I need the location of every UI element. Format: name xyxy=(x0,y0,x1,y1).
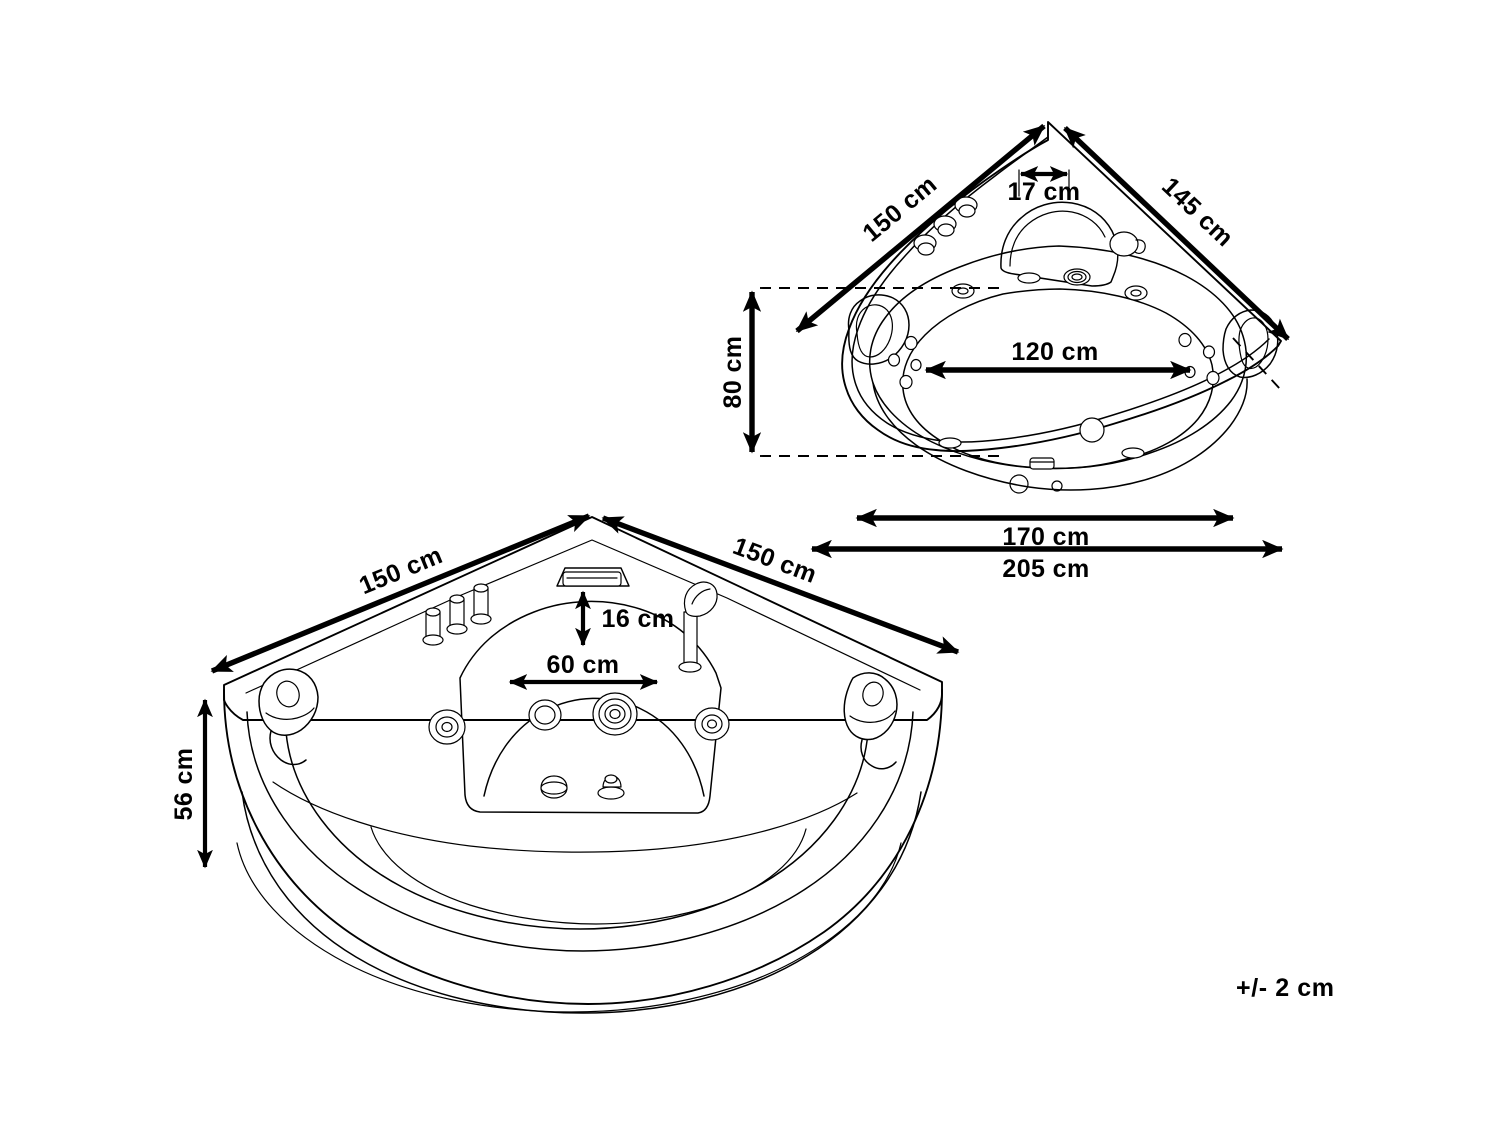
headrest-right-hole xyxy=(862,681,884,707)
jet-cluster-left xyxy=(887,335,922,390)
dim-label-60: 60 cm xyxy=(547,651,620,679)
faucet-knob-3-top xyxy=(917,242,935,256)
tolerance-note: +/- 2 cm xyxy=(1236,974,1335,1002)
dim-line-top-right xyxy=(1063,126,1290,341)
dim-backrest-16: 16 cm xyxy=(575,590,675,647)
shower-head xyxy=(1109,231,1139,257)
dim-line-persp-left xyxy=(210,513,591,674)
tub-skirt-seam xyxy=(236,842,902,1013)
deck-drain-fitting xyxy=(1063,268,1091,286)
drain-cap xyxy=(540,775,568,799)
headrest-left-perspective xyxy=(258,668,319,766)
tub-bowl-outer xyxy=(223,689,943,1005)
backrest-lower-arc xyxy=(483,697,705,797)
front-fitting-2 xyxy=(1051,480,1063,492)
faucet-knob-1-top xyxy=(958,204,976,218)
control-panel xyxy=(556,567,630,587)
dim-label-56: 56 cm xyxy=(170,748,198,821)
basin-floor-contour xyxy=(370,826,807,925)
headrest-left-fold xyxy=(265,707,315,720)
jet-1 xyxy=(428,709,466,745)
basin-drain-large xyxy=(1079,417,1105,443)
headrest-right-strap xyxy=(860,739,897,770)
dim-height-56: 56 cm xyxy=(170,698,213,869)
jet-3 xyxy=(592,692,638,736)
headrest-right-fold xyxy=(849,710,896,723)
basin-fitting-right xyxy=(1121,447,1145,459)
jet-row-perspective xyxy=(428,692,730,745)
dim-backrest-60: 60 cm xyxy=(508,651,659,690)
jet-2 xyxy=(528,699,562,731)
headrest-right-perspective xyxy=(843,672,898,770)
dim-headrest-17: 17 cm xyxy=(1008,166,1081,206)
dim-label-120: 120 cm xyxy=(1011,338,1098,366)
faucet-knob-b xyxy=(446,594,468,635)
deck-fitting-left xyxy=(1017,272,1041,284)
shower-base xyxy=(678,661,702,673)
dim-line-top-left xyxy=(795,123,1046,334)
faucet-knob-c xyxy=(470,583,492,625)
dim-label-17: 17 cm xyxy=(1008,178,1081,206)
dim-label-205: 205 cm xyxy=(1002,555,1089,583)
faucet-knob-a xyxy=(422,607,444,646)
overflow-cover xyxy=(1029,457,1055,470)
dim-line-persp-right xyxy=(601,515,960,655)
front-apron-contour xyxy=(872,378,1248,491)
ext-line-corner-right xyxy=(1232,337,1282,391)
basin-fitting-left xyxy=(938,437,962,449)
jet-4 xyxy=(694,707,730,741)
control-panel-screen xyxy=(562,571,622,587)
dim-depth-80: 80 cm xyxy=(719,287,1005,457)
dim-label-16: 16 cm xyxy=(602,605,675,633)
deck-fitting-small-left xyxy=(951,283,975,299)
shower-handle xyxy=(683,611,698,671)
faucet-knob-2-top xyxy=(937,223,955,237)
basin-floor-fittings xyxy=(540,774,625,800)
dim-interior-120: 120 cm xyxy=(924,338,1192,380)
headrest-left-strap xyxy=(269,730,307,766)
overflow-fitting xyxy=(597,774,625,800)
tub-rim-inner xyxy=(246,711,914,952)
dim-label-80: 80 cm xyxy=(719,336,747,409)
tub-basin-inner-wall xyxy=(285,731,869,930)
deck-fitting-small-right xyxy=(1124,285,1148,301)
basin-seat-ledge xyxy=(272,781,858,853)
headrest-left-hole xyxy=(276,680,300,708)
